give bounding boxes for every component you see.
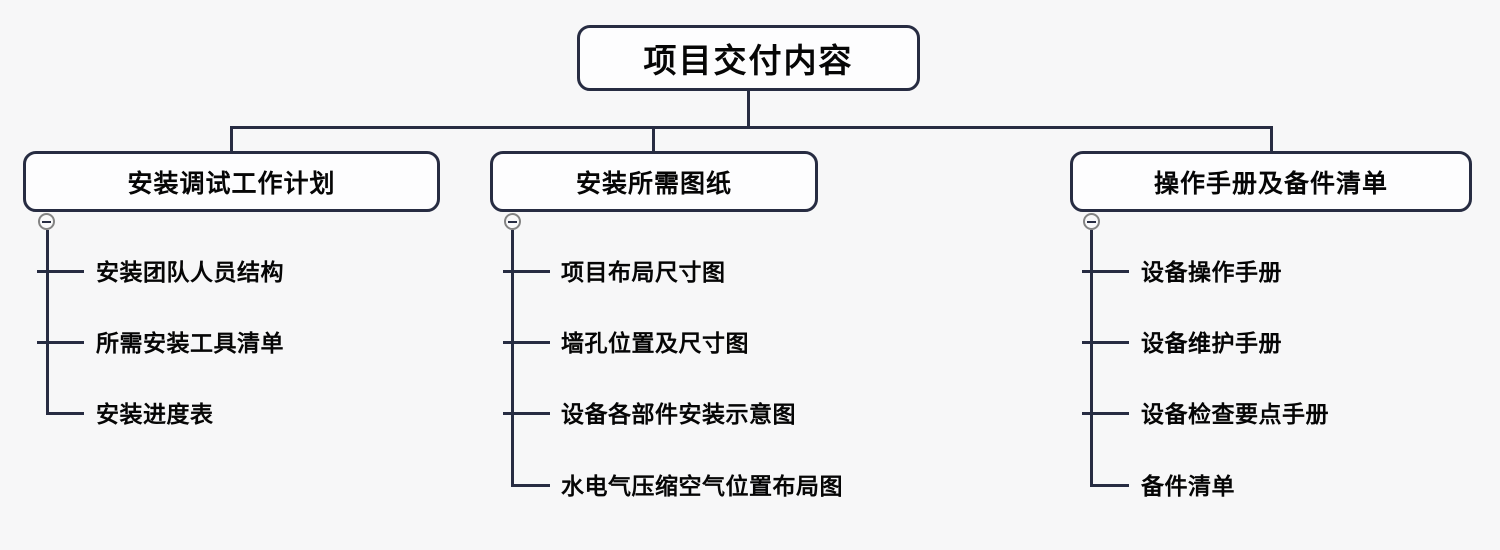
child-elbow-line xyxy=(1082,270,1129,273)
root-node[interactable]: 项目交付内容 xyxy=(577,25,920,91)
child-node[interactable]: 设备维护手册 xyxy=(1141,330,1282,356)
child-node[interactable]: 安装团队人员结构 xyxy=(96,259,284,285)
connector-branch1-stub xyxy=(230,126,233,153)
child-node[interactable]: 所需安装工具清单 xyxy=(96,330,284,356)
connector-root-stub xyxy=(747,91,750,129)
child-node[interactable]: 设备操作手册 xyxy=(1141,259,1282,285)
child-elbow-line xyxy=(1082,412,1129,415)
child-elbow-line xyxy=(503,412,550,415)
connector-branch3-stub xyxy=(1270,126,1273,153)
minus-glyph xyxy=(1087,220,1096,223)
child-elbow-line xyxy=(37,341,84,344)
collapse-minus-icon[interactable] xyxy=(504,213,521,230)
child-node[interactable]: 安装进度表 xyxy=(96,401,214,427)
branch-node-3-label: 操作手册及备件清单 xyxy=(1153,169,1388,198)
minus-glyph xyxy=(508,220,517,223)
branch-node-1-label: 安装调试工作计划 xyxy=(127,169,336,198)
child-elbow-line xyxy=(46,412,84,415)
child-elbow-line xyxy=(511,484,550,487)
root-node-label: 项目交付内容 xyxy=(643,42,854,79)
child-node[interactable]: 水电气压缩空气位置布局图 xyxy=(561,473,843,499)
branch-node-3[interactable]: 操作手册及备件清单 xyxy=(1070,151,1472,212)
child-node[interactable]: 设备各部件安装示意图 xyxy=(561,401,796,427)
child-elbow-line xyxy=(503,270,550,273)
child-elbow-line xyxy=(503,341,550,344)
branch-node-1[interactable]: 安装调试工作计划 xyxy=(23,151,440,212)
branch3-trunk-line xyxy=(1090,230,1093,487)
branch2-trunk-line xyxy=(511,230,514,487)
child-node[interactable]: 设备检查要点手册 xyxy=(1141,401,1329,427)
minus-glyph xyxy=(42,220,51,223)
child-elbow-line xyxy=(1082,341,1129,344)
collapse-minus-icon[interactable] xyxy=(38,213,55,230)
child-node[interactable]: 备件清单 xyxy=(1141,473,1235,499)
branch1-trunk-line xyxy=(46,230,49,415)
connector-branch2-stub xyxy=(652,126,655,153)
child-elbow-line xyxy=(1090,484,1129,487)
connector-bus xyxy=(230,126,1273,129)
child-node[interactable]: 墙孔位置及尺寸图 xyxy=(561,330,749,356)
child-elbow-line xyxy=(37,270,84,273)
branch-node-2-label: 安装所需图纸 xyxy=(575,169,732,198)
collapse-minus-icon[interactable] xyxy=(1083,213,1100,230)
branch-node-2[interactable]: 安装所需图纸 xyxy=(490,151,818,212)
child-node[interactable]: 项目布局尺寸图 xyxy=(561,259,726,285)
